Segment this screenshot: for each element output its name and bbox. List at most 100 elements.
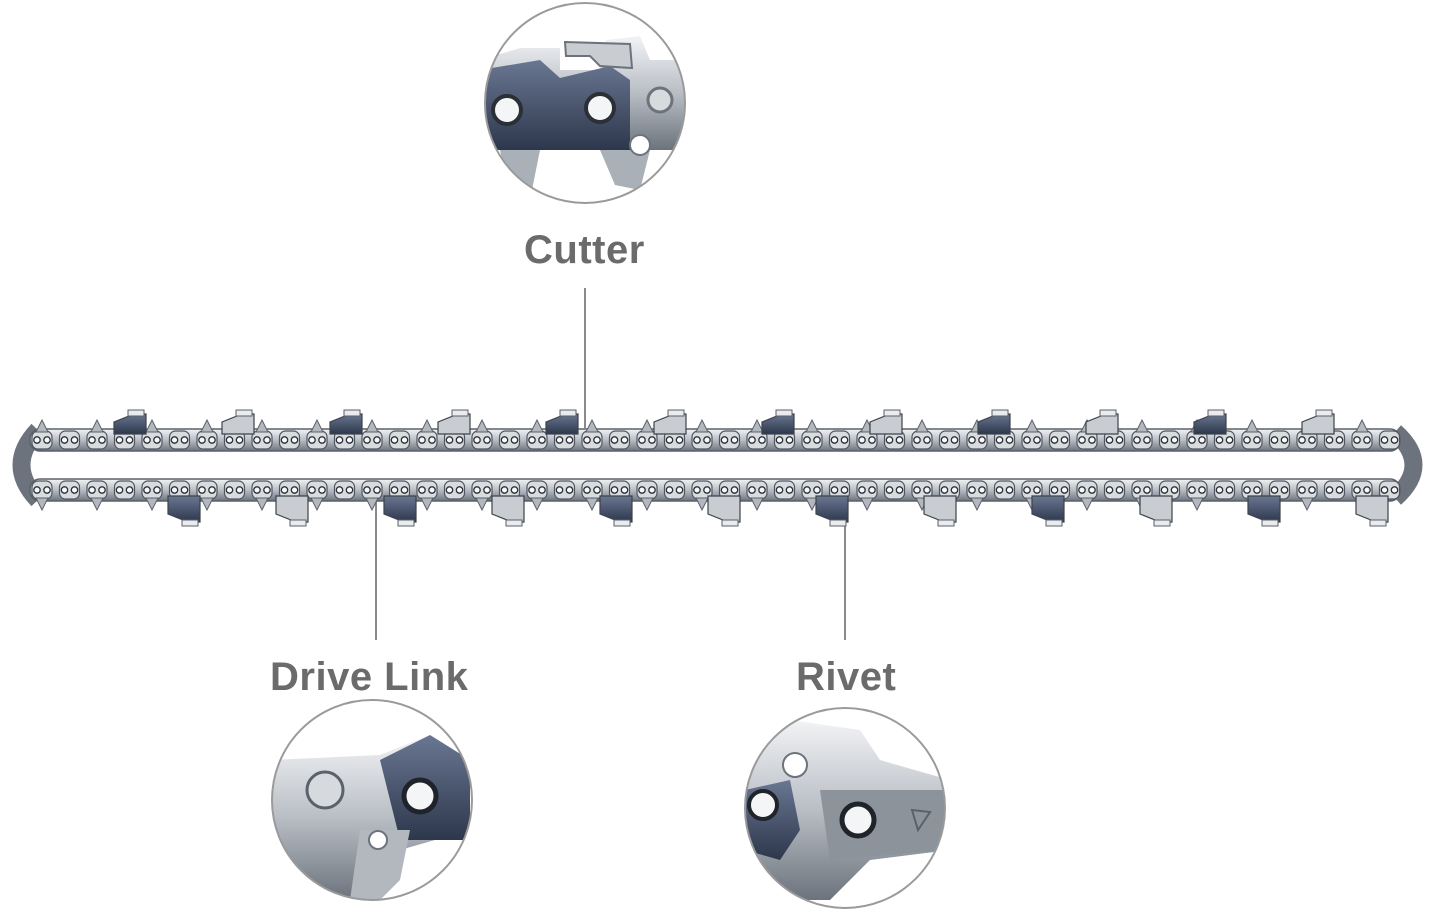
chain-rivet — [1133, 436, 1141, 444]
chain-rivet — [565, 436, 574, 444]
chain-rivet — [345, 486, 354, 494]
chain-cutter — [977, 413, 1011, 435]
drive-link-tooth — [585, 497, 599, 512]
chain-link — [333, 480, 356, 500]
chain-rivet — [648, 486, 656, 494]
chain-link — [278, 430, 301, 450]
drive-link-tooth — [1135, 418, 1149, 433]
chain-rivet — [923, 436, 931, 444]
drive-link-tooth — [420, 418, 434, 433]
chain-rivet — [775, 436, 784, 444]
chain-rivet — [583, 436, 591, 444]
chain-rivet — [950, 436, 959, 444]
chain-rivet — [978, 436, 986, 444]
chain-rivet — [995, 486, 1004, 494]
cutter-top-plate — [1045, 519, 1063, 527]
chain-rivet — [950, 486, 959, 494]
chain-rivet — [483, 486, 491, 494]
chain-rivet — [500, 486, 509, 494]
chain-rivet — [125, 436, 134, 444]
chain-rivet — [1050, 436, 1059, 444]
chain-rivet — [115, 436, 124, 444]
chain-rivet — [1353, 436, 1361, 444]
chain-cutter — [167, 495, 201, 523]
chain-cutter — [437, 413, 471, 435]
drive-link-tooth — [970, 497, 984, 512]
chain-rivet — [345, 436, 354, 444]
chain-rivet — [88, 486, 96, 494]
chain-rivet — [198, 486, 206, 494]
drive-link-tooth — [585, 418, 599, 433]
chain-rivet — [1143, 486, 1151, 494]
chain-rivet — [390, 436, 399, 444]
chain-rivet — [373, 486, 381, 494]
chain-link — [1103, 480, 1126, 500]
chain-link — [718, 430, 741, 450]
chain-rivet — [418, 436, 426, 444]
chain-rivet — [510, 486, 519, 494]
chain-rivet — [1078, 436, 1086, 444]
chain-rivet — [473, 436, 481, 444]
chain-rivet — [98, 486, 106, 494]
chain-link — [1213, 480, 1236, 500]
cutter-top-plate — [289, 519, 307, 527]
chain-rivet — [1390, 486, 1399, 494]
chain-link — [883, 480, 906, 500]
chain-rivet — [940, 486, 949, 494]
drive-link-tooth — [420, 497, 434, 512]
chain-rivet — [593, 486, 601, 494]
chain-rivet — [70, 436, 79, 444]
drive-link-label: Drive Link — [270, 655, 469, 699]
cutter-top-plate — [1369, 519, 1387, 527]
drive-link-tooth — [145, 418, 159, 433]
chain-rivet — [308, 486, 316, 494]
chain-rivet — [675, 436, 684, 444]
chain-rivet — [555, 436, 564, 444]
chain-rivet — [1253, 486, 1261, 494]
chain-rivet — [153, 436, 161, 444]
drive-link-tooth — [530, 497, 544, 512]
chain-rivet — [620, 486, 629, 494]
chain-rivet — [180, 486, 189, 494]
chain-rivet — [1243, 436, 1251, 444]
chain-rivet — [1380, 486, 1389, 494]
drive-link-tooth — [365, 497, 379, 512]
drive-link-tooth — [1025, 418, 1039, 433]
chain-rivet — [180, 436, 189, 444]
chain-rivet — [868, 486, 876, 494]
chain-rivet — [968, 436, 976, 444]
chain-rivet — [143, 486, 151, 494]
drive-link-tooth — [530, 418, 544, 433]
chain-rivet — [263, 486, 271, 494]
chain-rivet — [538, 486, 546, 494]
drive-link-tooth — [805, 418, 819, 433]
chain-link — [443, 480, 466, 500]
chain-rivet — [1325, 486, 1334, 494]
chain-rivet — [693, 486, 701, 494]
chain-rivet — [290, 436, 299, 444]
chain-rivet — [263, 436, 271, 444]
chain-rivet — [665, 436, 674, 444]
chain-rivet — [363, 436, 371, 444]
chain-rivet — [1170, 436, 1179, 444]
chain-rivet — [1005, 436, 1014, 444]
drive-link-tooth — [310, 497, 324, 512]
chain-rivet — [748, 436, 756, 444]
chain-rivet — [170, 436, 179, 444]
cutter-top-plate — [721, 519, 739, 527]
chain-link — [58, 480, 81, 500]
chain-rivet — [1225, 436, 1234, 444]
chain-rivet — [675, 486, 684, 494]
cutter-top-plate — [1261, 519, 1279, 527]
chain-rivet — [253, 436, 261, 444]
chain-rivet — [1115, 436, 1124, 444]
drive-link-tooth — [145, 497, 159, 512]
chain-rivet — [785, 436, 794, 444]
drive-link-detail-circle — [271, 699, 473, 901]
chain-rivet — [1078, 486, 1086, 494]
chain-cutter — [1247, 495, 1281, 523]
chain-rivet — [445, 436, 454, 444]
chain-rivet — [913, 486, 921, 494]
cutter-top-plate — [505, 519, 523, 527]
chain-rivet — [913, 436, 921, 444]
